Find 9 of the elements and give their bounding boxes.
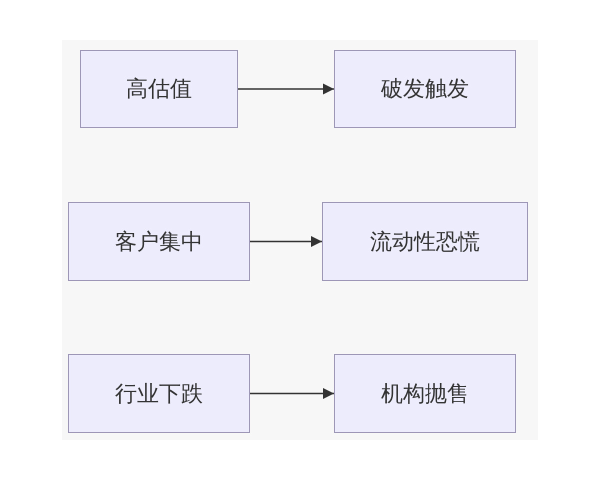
- process-box: 行业下跌: [68, 354, 250, 433]
- process-box: 破发触发: [334, 50, 516, 128]
- process-box: 高估值: [80, 50, 238, 128]
- process-box: 流动性恐慌: [322, 202, 528, 281]
- arrow: [250, 236, 322, 247]
- arrow: [250, 388, 334, 399]
- arrow: [238, 84, 334, 94]
- process-box: 机构抛售: [334, 354, 516, 433]
- process-box: 客户集中: [68, 202, 250, 281]
